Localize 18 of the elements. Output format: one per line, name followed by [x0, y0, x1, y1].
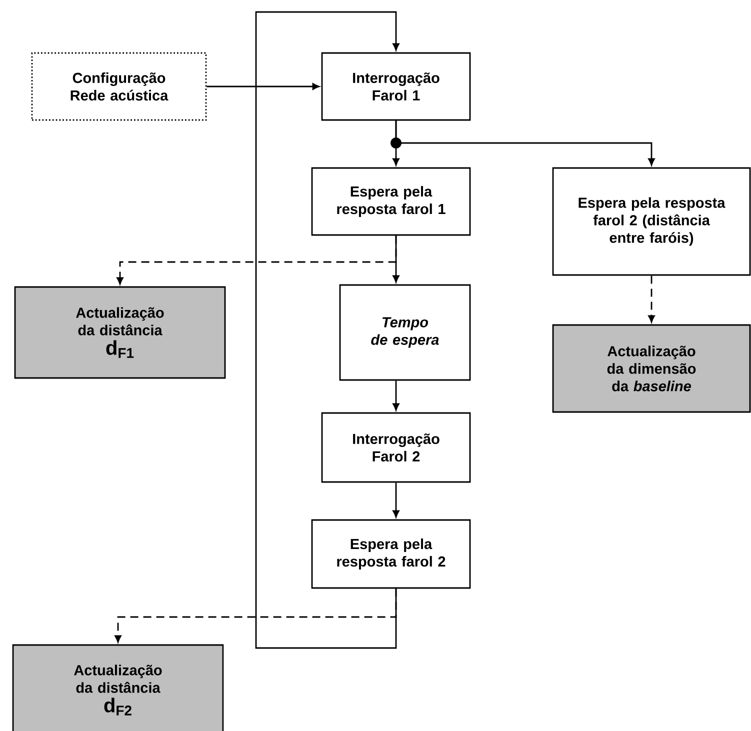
config-box: Configuração Rede acústica [31, 52, 207, 121]
arrow [392, 380, 400, 411]
arrow [116, 236, 397, 285]
process-box: Interrogação Farol 1 [321, 52, 471, 121]
process-box: Espera pela resposta farol 1 [311, 167, 471, 236]
update-box: Actualização da distância d$_{F2}$ [12, 644, 224, 731]
arrow [648, 276, 655, 323]
update-box: Actualização da distância d$_{F1}$ [14, 286, 226, 379]
arrow [114, 588, 397, 643]
arrow [255, 11, 400, 649]
arrow [395, 120, 655, 166]
process-box: Espera pela resposta farol 2 (distância entre faróis) [552, 167, 751, 276]
arrow [206, 83, 320, 90]
update-box: Actualização da dimensão da baseline [552, 324, 751, 413]
process-box: Interrogação Farol 2 [321, 412, 471, 483]
arrow [392, 482, 400, 518]
process-box: Tempo de espera [339, 284, 471, 381]
process-box: Espera pela resposta farol 2 [311, 519, 471, 589]
